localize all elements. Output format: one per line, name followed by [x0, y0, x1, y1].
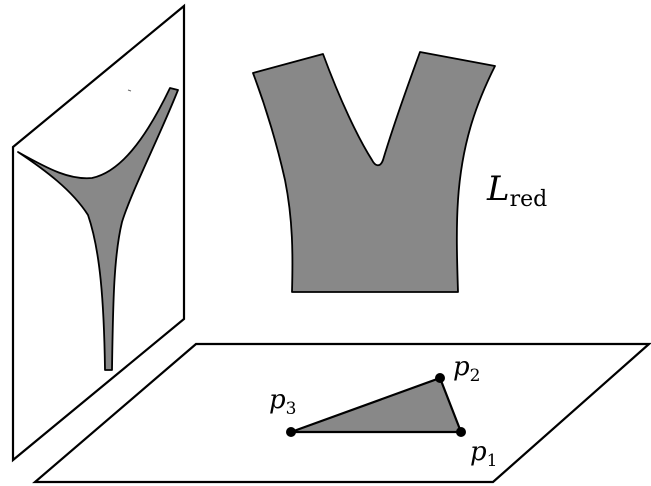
vertical-plane [11, 3, 186, 463]
lred-label: Lred [486, 169, 547, 212]
triangle-region [289, 376, 463, 434]
point-p2-label: p2 [453, 352, 480, 386]
projected-region [17, 87, 179, 371]
point-p2-dot [435, 373, 445, 383]
point-p3-dot [286, 427, 296, 437]
floor-plane [32, 342, 651, 484]
stray-mark [127, 89, 132, 92]
point-p3-label: p3 [269, 385, 296, 419]
point-p1-dot [456, 427, 466, 437]
lred-region [252, 51, 496, 293]
point-p1-label: p1 [470, 437, 497, 471]
